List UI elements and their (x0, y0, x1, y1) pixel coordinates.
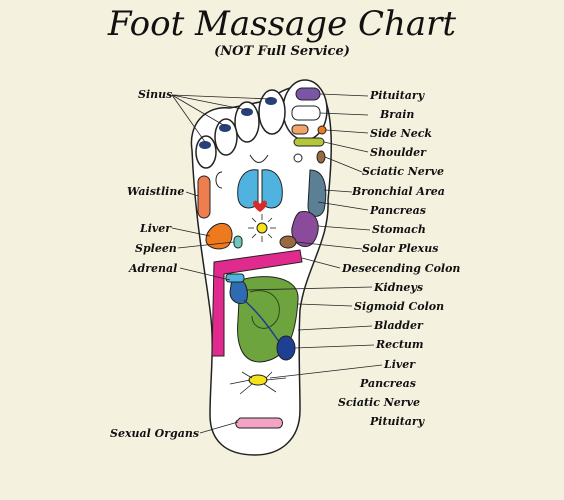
ear-mark (215, 171, 223, 189)
heart-shape (253, 200, 267, 212)
label-shoulder: Shoulder (370, 146, 426, 159)
label-kidneys: Kidneys (374, 281, 424, 294)
label-descending-colon: Desecending Colon (342, 262, 461, 275)
label-sciatic-nerve-upper: Sciatic Nerve (362, 165, 444, 178)
label-bladder: Bladder (374, 319, 423, 332)
kidney-cap (225, 273, 245, 283)
label-adrenal: Adrenal (129, 262, 178, 275)
nose-mark (249, 154, 269, 163)
bladder-shape (276, 335, 296, 361)
sinus-5 (199, 141, 211, 149)
solar-plexus-rays (248, 214, 276, 242)
label-pituitary: Pituitary (370, 89, 425, 102)
stomach-shape (291, 211, 319, 248)
side-neck-shape (291, 124, 309, 135)
toe-5 (195, 135, 217, 169)
pancreas-shape (279, 235, 297, 249)
label-liver-right: Liver (384, 358, 416, 371)
colon-shape (211, 249, 303, 357)
leader-lines-left (171, 94, 272, 434)
shoulder-shape (293, 137, 325, 147)
label-brain: Brain (380, 108, 415, 121)
label-pancreas-lower: Pancreas (360, 377, 416, 390)
bronchial-shape (307, 169, 327, 217)
leader-lines-right (245, 93, 383, 379)
solar-plexus-shape (256, 222, 268, 234)
label-waistline: Waistline (127, 185, 185, 198)
sexual-organs-shape (235, 417, 283, 429)
sciatic-branches (229, 371, 287, 395)
waistline-shape (197, 175, 211, 219)
label-rectum: Rectum (376, 338, 424, 351)
label-liver-left: Liver (140, 222, 172, 235)
lung-left (237, 169, 259, 209)
sciatic-upper-shape (316, 150, 326, 164)
label-sigmoid-colon: Sigmoid Colon (354, 300, 445, 313)
lung-right (261, 169, 283, 209)
brain-shape (291, 105, 321, 121)
sinus-3 (241, 108, 253, 116)
sinus-4 (219, 124, 231, 132)
label-side-neck: Side Neck (370, 127, 433, 140)
label-bronchial-area: Bronchial Area (352, 185, 445, 198)
label-stomach: Stomach (372, 223, 426, 236)
label-sciatic-nerve-lower: Sciatic Nerve (338, 396, 420, 409)
label-solar-plexus: Solar Plexus (362, 242, 439, 255)
page-title: Foot Massage Chart (107, 4, 457, 44)
liver-shape (205, 222, 233, 250)
pituitary-shape (295, 87, 321, 101)
label-sexual-organs: Sexual Organs (110, 427, 200, 440)
sciatic-lower-shape (248, 374, 268, 386)
label-sinus: Sinus (138, 88, 173, 101)
side-neck-dot (317, 125, 327, 135)
spleen-shape (233, 235, 243, 249)
intestine-coils (249, 290, 280, 329)
label-spleen: Spleen (135, 242, 177, 255)
toe-2 (258, 89, 286, 135)
page-subtitle: (NOT Full Service) (214, 44, 350, 59)
label-pancreas-upper: Pancreas (370, 204, 426, 217)
sinus-2 (265, 97, 277, 105)
eye-mark (293, 153, 303, 163)
label-pituitary-lower: Pituitary (370, 415, 425, 428)
